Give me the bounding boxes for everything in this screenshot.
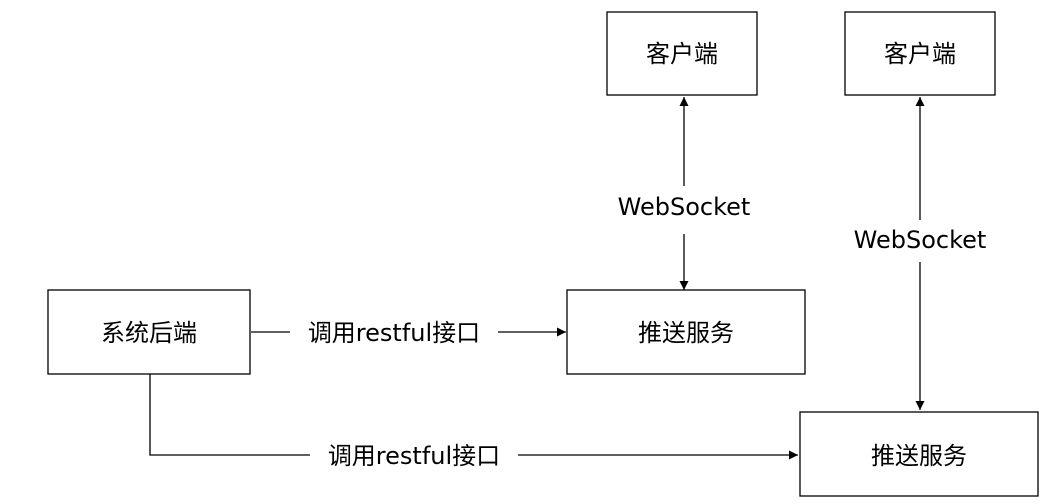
node-backend: 系统后端 [47, 289, 251, 375]
restful-label-1: 调用restful接口 [308, 319, 480, 347]
node-client-1: 客户端 [606, 11, 758, 96]
backend-label: 系统后端 [101, 319, 197, 347]
client-2-label: 客户端 [884, 40, 956, 68]
node-push-2: 推送服务 [799, 411, 1039, 497]
edge-push-2-client-2: WebSocket [854, 97, 987, 410]
restful-line-left-2 [149, 374, 310, 456]
client-1-label: 客户端 [646, 40, 718, 68]
restful-label-2: 调用restful接口 [328, 442, 500, 470]
edge-push-1-client-1: WebSocket [618, 97, 751, 290]
push-1-label: 推送服务 [638, 319, 734, 347]
websocket-label-2: WebSocket [854, 226, 987, 254]
node-client-2: 客户端 [844, 11, 996, 96]
edge-backend-push-1: 调用restful接口 [251, 319, 566, 347]
push-2-label: 推送服务 [871, 442, 967, 470]
node-push-1: 推送服务 [566, 289, 806, 375]
websocket-label-1: WebSocket [618, 193, 751, 221]
edge-backend-push-2: 调用restful接口 [149, 374, 798, 470]
